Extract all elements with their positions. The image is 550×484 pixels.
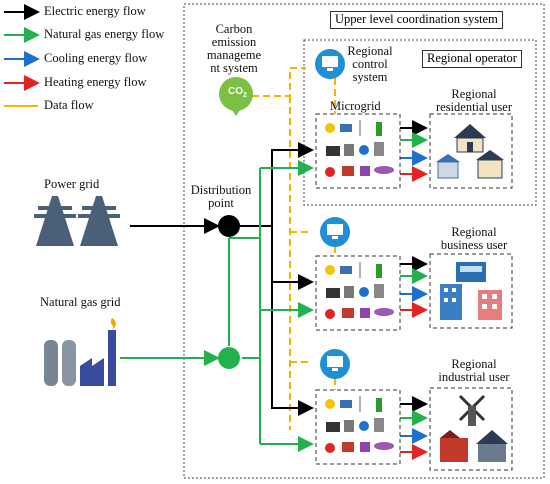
gas-lines (120, 132, 428, 452)
co2-text: CO2 (228, 86, 247, 99)
industrial-factory-icon (440, 394, 508, 462)
user-boxes (429, 113, 513, 471)
upper-level-title: Upper level coordination system (330, 11, 503, 29)
legend-data-label: Data flow (44, 98, 94, 112)
cooling-heating-lines (400, 150, 428, 460)
regional-operator-title: Regional operator (422, 50, 522, 68)
legend-cooling-label: Cooling energy flow (44, 51, 148, 65)
legend-gas-label: Natural gas energy flow (44, 27, 165, 41)
electric-lines (130, 120, 428, 416)
microgrid-device-icons (325, 120, 394, 453)
business-building-icon (440, 262, 502, 320)
legend-heating-label: Heating energy flow (44, 75, 147, 89)
co2-cloud-icon (219, 77, 253, 116)
power-grid-tower-icon (34, 196, 120, 246)
regional-control-computer-icon (315, 49, 345, 79)
business-user-label: Regional business user (440, 225, 508, 253)
residential-user-label: Regional residential user (435, 87, 512, 115)
gas-node (218, 347, 240, 369)
natural-gas-plant-icon (44, 318, 116, 386)
outer-frame (183, 3, 545, 479)
distribution-point-label: Distribution point (190, 183, 252, 211)
industrial-computer-icon (320, 349, 350, 379)
industrial-user-label: Regional industrial user (438, 357, 510, 385)
microgrid-label: Microgrid (330, 99, 381, 113)
data-flow-lines (252, 67, 336, 430)
natural-gas-grid-label: Natural gas grid (40, 295, 121, 309)
business-computer-icon (320, 217, 350, 247)
regional-control-system-label: Regional control system (347, 44, 393, 85)
upper-level-frame (303, 39, 537, 206)
residential-house-icon (436, 124, 504, 179)
power-grid-label: Power grid (44, 177, 100, 191)
carbon-system-label: Carbon emission manageme nt system (206, 22, 262, 76)
distribution-point-node (218, 215, 240, 237)
legend-electric-label: Electric energy flow (44, 4, 146, 18)
legend (4, 4, 40, 107)
